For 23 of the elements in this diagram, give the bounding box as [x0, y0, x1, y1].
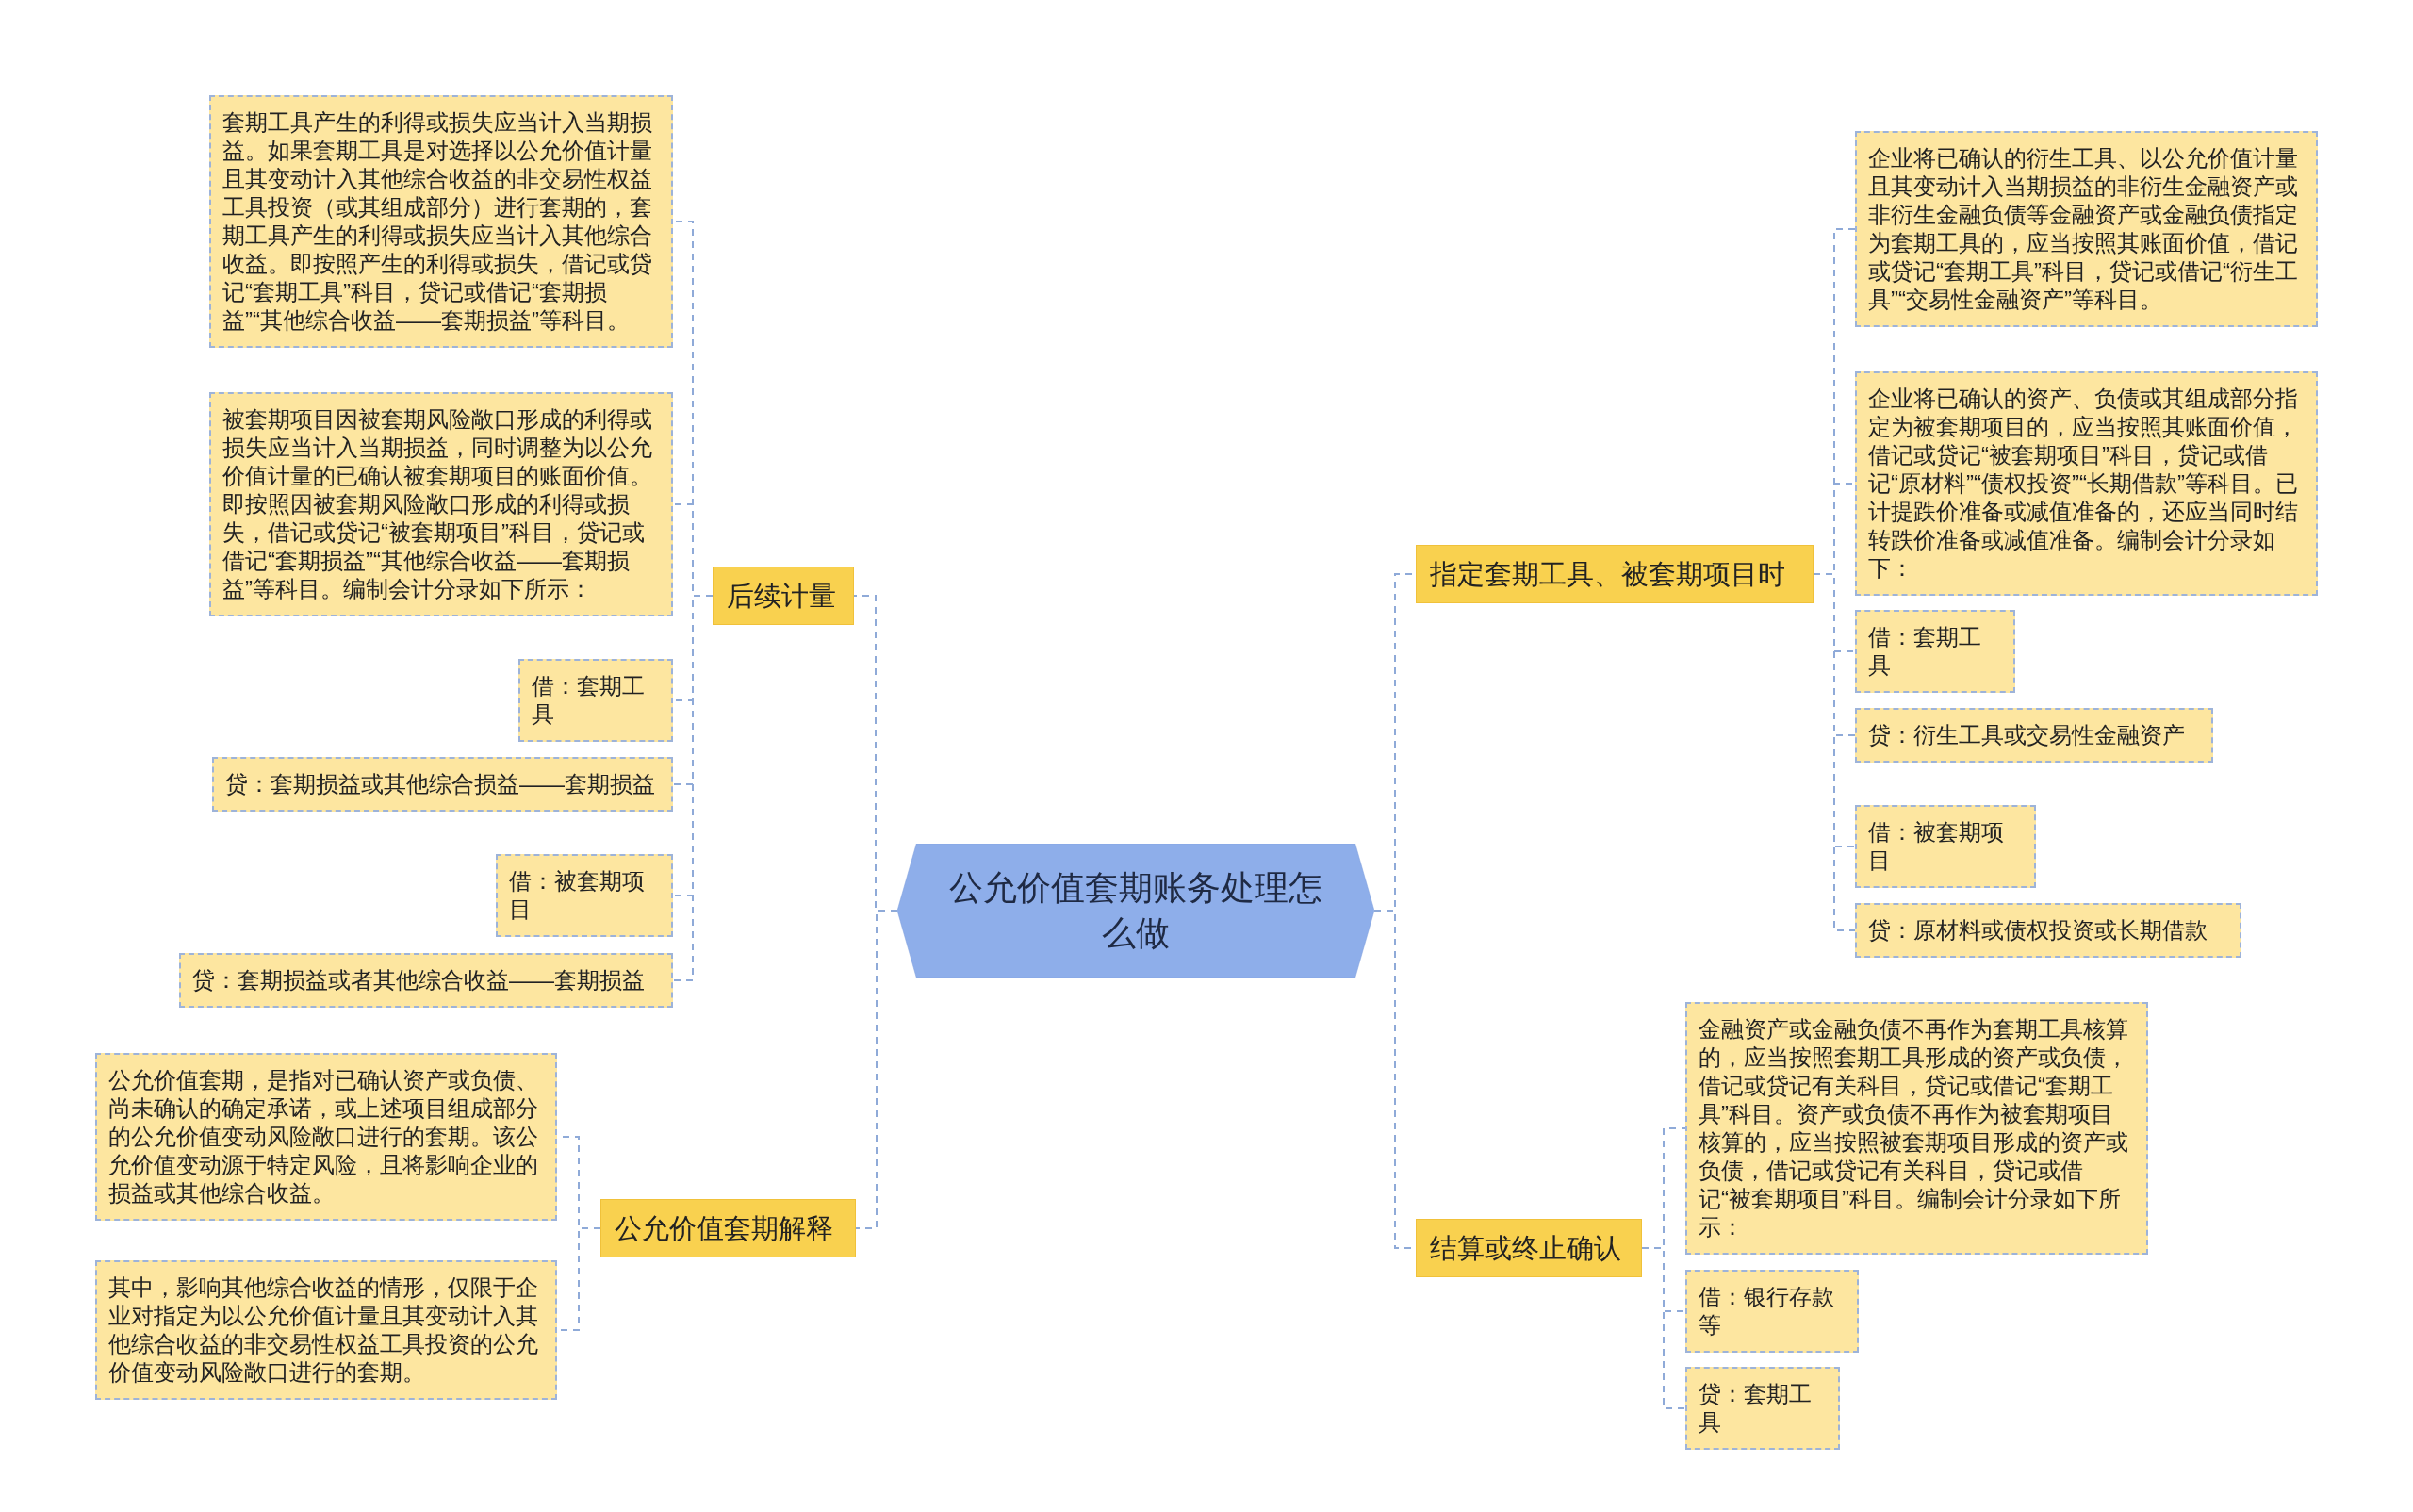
note-box: 借：银行存款等 [1685, 1270, 1859, 1353]
note-box: 套期工具产生的利得或损失应当计入当期损益。如果套期工具是对选择以公允价值计量且其变动计入其他综合收益的非交易性权益工具投资（或其组成部分）进行套期的，套期工具产生的利得或损失应当计入其他综合收益。即按照产生的利得或损失，借记或贷记“套期工具”科目，贷记或借记“套期损益”“其他综合收益——套期损益”等科目。 [209, 95, 673, 348]
central-topic: 公允价值套期账务处理怎么做 [897, 844, 1374, 978]
note-box: 金融资产或金融负债不再作为套期工具核算的，应当按照套期工具形成的资产或负债，借记或贷记有关科目，贷记或借记“套期工具”科目。资产或负债不再作为被套期项目核算的，应当按照被套期项目形成的资产或负债，借记或贷记有关科目，贷记或借记“被套期项目”科目。编制会计分录如下所示： [1685, 1002, 2148, 1255]
note-box: 其中，影响其他综合收益的情形，仅限于企业对指定为以公允价值计量且其变动计入其他综合收益的非交易性权益工具投资的公允价值变动风险敞口进行的套期。 [95, 1260, 557, 1400]
note-box: 贷：套期工具 [1685, 1367, 1840, 1450]
branch-topic: 结算或终止确认 [1416, 1219, 1642, 1277]
branch-topic: 后续计量 [713, 567, 854, 625]
note-box: 借：被套期项目 [496, 854, 673, 937]
note-box: 公允价值套期，是指对已确认资产或负债、尚未确认的确定承诺，或上述项目组成部分的公允价值变动风险敞口进行的套期。该公允价值变动源于特定风险，且将影响企业的损益或其他综合收益。 [95, 1053, 557, 1221]
branch-topic: 公允价值套期解释 [600, 1199, 856, 1257]
note-box: 企业将已确认的衍生工具、以公允价值计量且其变动计入当期损益的非衍生金融资产或非衍生金融负债等金融资产或金融负债指定为套期工具的，应当按照其账面价值，借记或贷记“套期工具”科目，贷记或借记“衍生工具”“交易性金融资产”等科目。 [1855, 131, 2318, 327]
note-box: 贷：套期损益或者其他综合收益——套期损益 [179, 953, 673, 1008]
note-box: 借：被套期项目 [1855, 805, 2036, 888]
connector-line [1641, 1247, 1686, 1409]
note-box: 贷：衍生工具或交易性金融资产 [1855, 708, 2213, 763]
note-box: 借：套期工具 [518, 659, 673, 742]
note-box: 贷：套期损益或其他综合损益——套期损益 [212, 757, 673, 812]
note-box: 贷：原材料或债权投资或长期借款 [1855, 903, 2241, 958]
note-box: 企业将已确认的资产、负债或其组成部分指定为被套期项目的，应当按照其账面价值，借记或贷记“被套期项目”科目，贷记或借记“原材料”“债权投资”“长期借款”等科目。已计提跌价准备或减值准备的，还应当同时结转跌价准备或减值准备。编制会计分录如下： [1855, 371, 2318, 596]
note-box: 借：套期工具 [1855, 610, 2015, 693]
note-box: 被套期项目因被套期风险敞口形成的利得或损失应当计入当期损益，同时调整为以公允价值计量的已确认被套期项目的账面价值。即按照因被套期风险敞口形成的利得或损失，借记或贷记“被套期项目”科目，贷记或借记“套期损益”“其他综合收益——套期损益”等科目。编制会计分录如下所示： [209, 392, 673, 616]
branch-topic: 指定套期工具、被套期项目时 [1416, 545, 1814, 603]
